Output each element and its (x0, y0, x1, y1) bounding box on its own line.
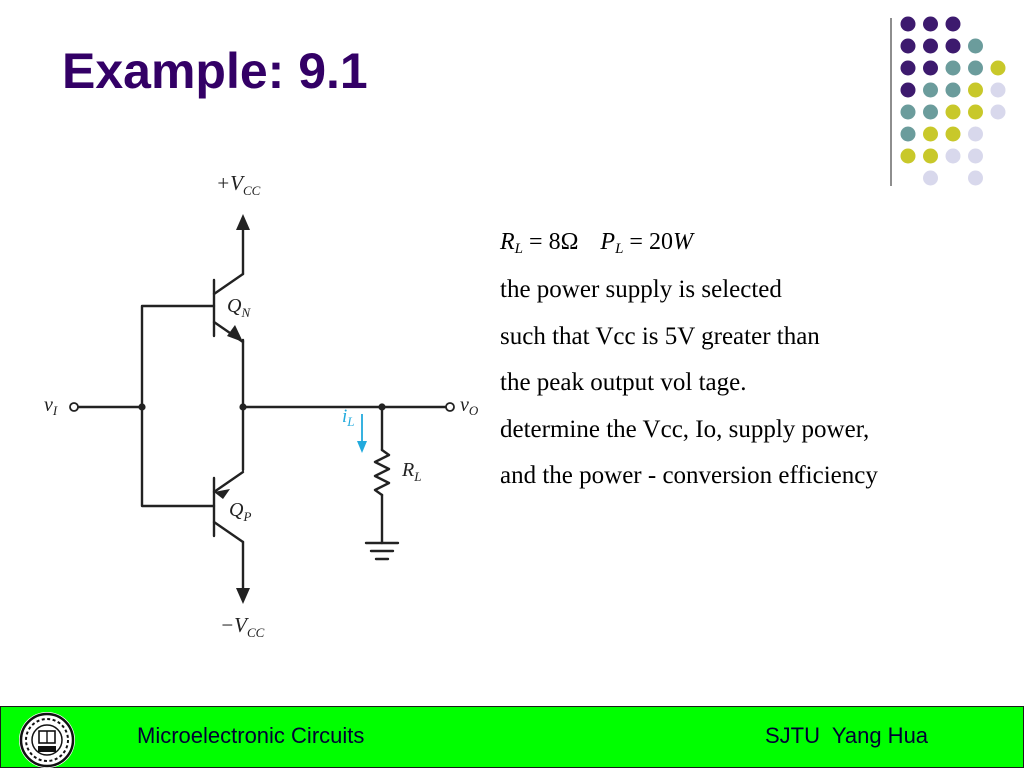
decorative-dot (968, 148, 983, 164)
university-seal-icon (19, 712, 75, 768)
decorative-dot (900, 82, 916, 98)
decorative-dot (923, 170, 938, 186)
pl-value: 20 (648, 229, 673, 255)
dot-cells (900, 16, 1006, 186)
decorative-dot (900, 60, 916, 76)
footer-author: SJTU Yang Hua (765, 723, 929, 748)
qp-collector-leg (212, 520, 245, 544)
decorative-dot (945, 82, 961, 98)
junction-dot-input (138, 403, 146, 411)
decorative-dot-grid (890, 16, 1006, 186)
decorative-dot (968, 126, 983, 142)
decorative-dot (900, 104, 916, 120)
decorative-dot (968, 82, 983, 98)
decorative-dot (900, 16, 916, 32)
decorative-dot (945, 16, 961, 32)
load-current-arrowhead (357, 441, 367, 453)
base-wire (140, 304, 216, 508)
pl-subscript: L (615, 241, 624, 257)
il-label: iL (342, 406, 355, 429)
vcc-neg-arrowhead (236, 588, 250, 604)
decorative-dot (990, 82, 1006, 98)
decorative-dot (968, 60, 983, 76)
decorative-dot (923, 148, 938, 164)
decorative-dot (923, 38, 938, 54)
pl-unit: W (672, 229, 693, 255)
decorative-dot (945, 148, 961, 164)
vcc-pos-label: +VCC (216, 171, 261, 198)
vo-label: vO (460, 394, 479, 418)
problem-statement: the power supply is selected such that V… (500, 267, 878, 500)
problem-line: the power supply is selected (500, 276, 782, 303)
decorative-dot (900, 148, 916, 164)
load-resistor (373, 448, 391, 497)
output-terminal (445, 402, 455, 412)
decorative-dot (923, 82, 938, 98)
decorative-dot (990, 60, 1006, 76)
rl-value: 8Ω (548, 229, 579, 255)
decorative-dot (923, 16, 938, 32)
input-terminal (69, 402, 79, 412)
decorative-dot (968, 170, 983, 186)
problem-line: the peak output vol tage. (500, 369, 747, 396)
junction-dot-load (378, 403, 386, 411)
qp-emitter-leg (212, 470, 245, 494)
qp-label: QP (229, 499, 251, 524)
rl-subscript: L (514, 241, 524, 257)
push-pull-amplifier-schematic: +VCC QN QP −VCC vI vO iL RL (44, 171, 479, 640)
pl-symbol: P (600, 229, 616, 255)
problem-line: and the power - conversion efficiency (500, 462, 878, 489)
decorative-dot (990, 104, 1006, 120)
decorative-dot (945, 104, 961, 120)
vcc-neg-label: −VCC (220, 613, 265, 640)
vcc-pos-arrowhead (236, 214, 250, 230)
decorative-dot (923, 104, 938, 120)
decorative-dot (923, 60, 938, 76)
decorative-dot (923, 126, 938, 142)
footer-course-title: Microelectronic Circuits (137, 723, 365, 748)
vi-label: vI (44, 394, 58, 418)
qp-emitter-arrowhead (214, 489, 230, 499)
rl-symbol: R (500, 229, 515, 255)
decorative-dot (968, 104, 983, 120)
qn-collector-leg (212, 272, 245, 296)
decorative-dot (968, 38, 983, 54)
decorative-dot (900, 126, 916, 142)
problem-line: such that Vcc is 5V greater than (500, 322, 820, 350)
footer-bar: Microelectronic Circuits SJTU Yang Hua (0, 706, 1024, 768)
slide-title: Example: 9.1 (62, 43, 368, 99)
rl-label: RL (401, 459, 421, 484)
decorative-dot (945, 38, 961, 54)
decorative-dot (945, 60, 961, 76)
junction-dot-output (239, 403, 247, 411)
problem-line: determine the Vcc, Io, supply power, (500, 415, 870, 443)
qn-emitter-arrowhead (227, 325, 243, 342)
qn-label: QN (227, 295, 251, 320)
decorative-dot (900, 38, 916, 54)
decorative-dot (945, 126, 961, 142)
